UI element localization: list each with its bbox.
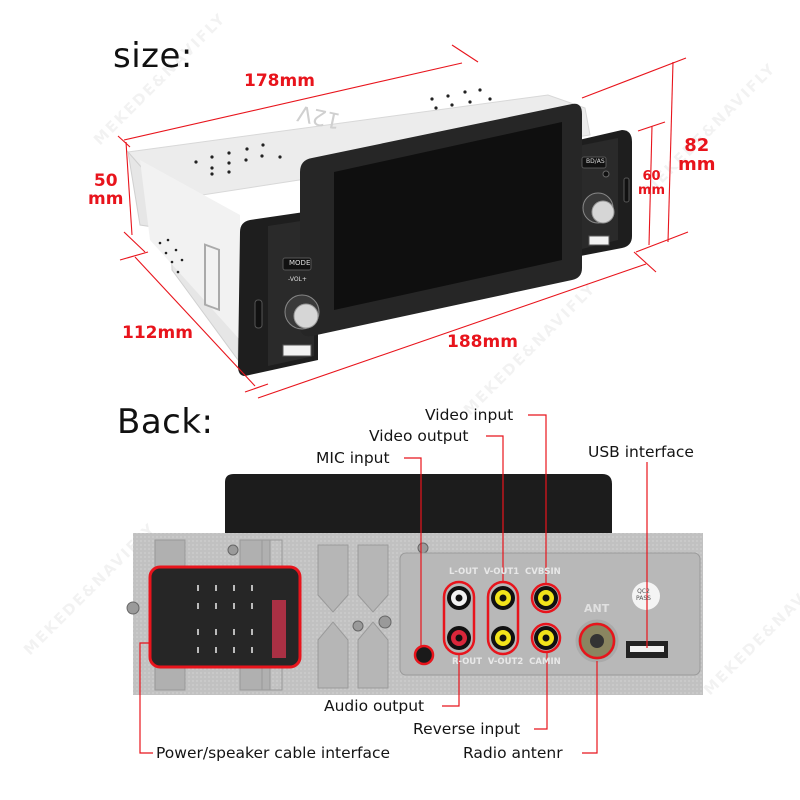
- qc-sticker: [632, 582, 660, 610]
- band-button[interactable]: [581, 156, 607, 169]
- screen-rear: [225, 474, 612, 535]
- dimension-112mm: 112mm: [122, 323, 193, 343]
- vent-holes: [158, 88, 492, 274]
- callout-audio-output: Audio output: [324, 697, 425, 715]
- size-heading: size:: [113, 36, 193, 76]
- callout-power-speaker: Power/speaker cable interface: [156, 744, 391, 762]
- callout-usb-interface: USB interface: [588, 443, 694, 461]
- dimension-82-unit: mm: [678, 154, 716, 175]
- fuse: [272, 600, 286, 658]
- rca-jacks: [447, 586, 558, 650]
- power-connector: [150, 567, 300, 667]
- port-label-antenna: ANT: [584, 602, 610, 615]
- dimension-lines: [117, 44, 689, 399]
- dimension-50-value: 50: [93, 171, 118, 191]
- dimension-60mm: 60 mm: [638, 170, 665, 198]
- front-usb-port-right: [588, 235, 610, 246]
- front-usb-port: [282, 344, 312, 357]
- callout-radio-antenna: Radio antenr: [463, 744, 563, 762]
- dimension-178mm: 178mm: [244, 71, 315, 91]
- port-label-top-row: L-OUT V-OUT1 CVBSIN: [449, 567, 561, 577]
- dimension-50-unit: mm: [88, 189, 124, 209]
- front-unit-illustration: 12V: [117, 44, 689, 399]
- port-label-bottom-row: R-OUT V-OUT2 CAMIN: [452, 657, 561, 667]
- callout-video-input: Video input: [425, 406, 514, 424]
- dimension-60-unit: mm: [638, 183, 666, 198]
- connector-pins: [197, 585, 253, 653]
- mode-button[interactable]: [282, 257, 312, 271]
- ir-sensor: [602, 170, 610, 178]
- dimension-188mm: 188mm: [447, 332, 518, 352]
- power-connector-highlight: [148, 565, 302, 669]
- dimension-50mm: 50 mm: [88, 172, 123, 208]
- qc-sticker-text: QC2 PASS: [636, 588, 651, 602]
- screen-display: [334, 122, 562, 310]
- qc-text-1: QC2: [637, 588, 650, 595]
- qc-text-2: PASS: [636, 595, 651, 602]
- dimension-60-value: 60: [642, 169, 661, 184]
- callout-video-output: Video output: [369, 427, 469, 445]
- dimension-82-value: 82: [684, 135, 710, 156]
- band-label: BD/AS: [586, 158, 605, 165]
- callout-reverse-input: Reverse input: [413, 720, 521, 738]
- dimension-82mm: 82 mm: [678, 136, 716, 174]
- cutouts: [317, 544, 389, 689]
- back-heading: Back:: [117, 402, 214, 442]
- port-recess: [399, 552, 701, 676]
- callout-lines: [139, 414, 648, 754]
- volume-label: -VOL+: [288, 276, 307, 283]
- mic-jack: [413, 644, 435, 666]
- mode-label: MODE: [289, 259, 311, 267]
- callout-mic-input: MIC input: [316, 449, 390, 467]
